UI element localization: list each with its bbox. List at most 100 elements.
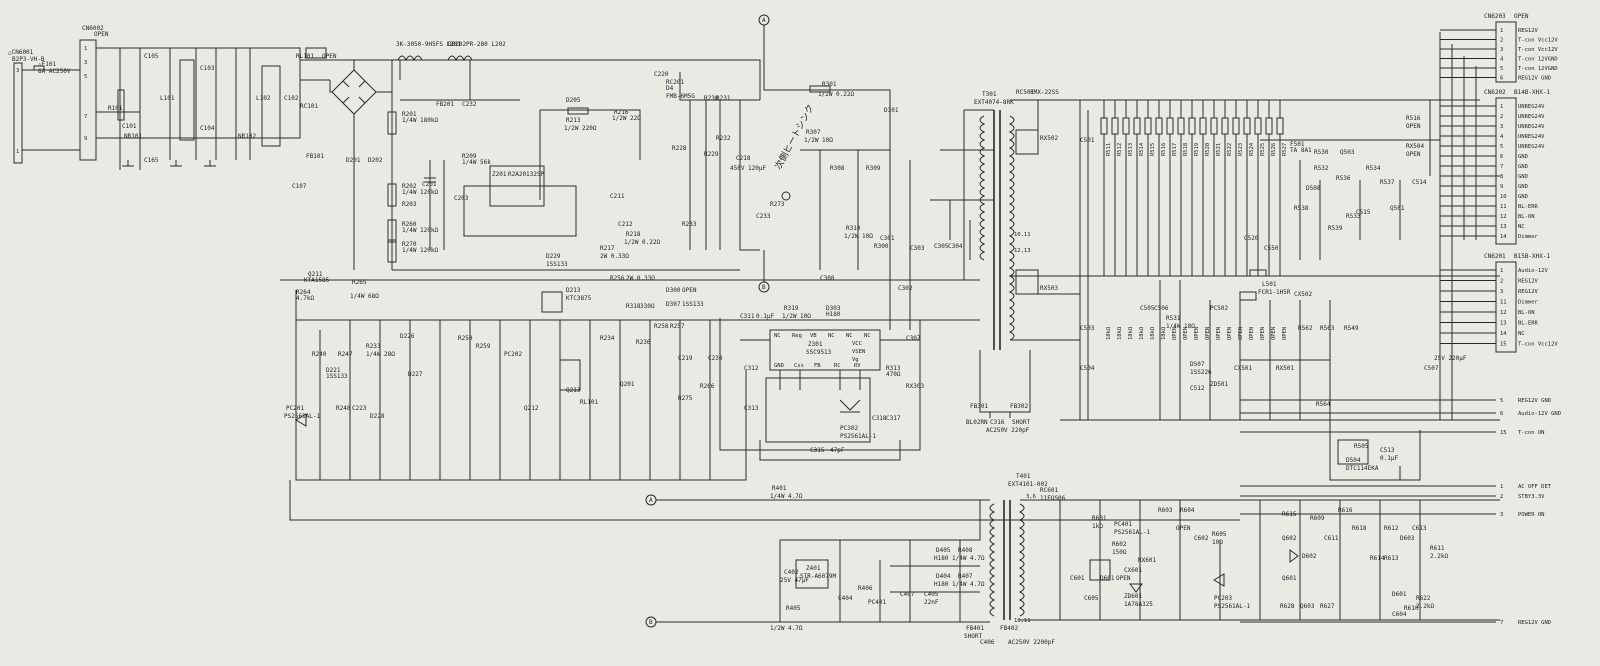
right-pin-number: 15 bbox=[1500, 430, 1507, 436]
q601-label: Q601 bbox=[1282, 575, 1297, 582]
r300-label: R300 bbox=[874, 243, 889, 250]
c308-label: C308 bbox=[820, 275, 835, 282]
d307-value: 1SS133 bbox=[682, 301, 704, 308]
d601-value: OPEN bbox=[1116, 575, 1131, 582]
svg-text:3: 3 bbox=[16, 68, 19, 74]
z301-pin-label: NC bbox=[828, 333, 835, 339]
r228-label: R228 bbox=[672, 145, 687, 152]
d202-label: D202 bbox=[368, 157, 383, 164]
q603-label: Q603 bbox=[1300, 603, 1315, 610]
r516-value: OPEN bbox=[1406, 123, 1421, 130]
c219-label: C219 bbox=[678, 355, 693, 362]
r516-label: R516 bbox=[1406, 115, 1421, 122]
c307-label: C307 bbox=[906, 335, 921, 342]
r401-value: 1/4W 4.7Ω bbox=[770, 493, 803, 500]
t401-label: T401 bbox=[1016, 473, 1031, 480]
c165-label: C165 bbox=[144, 157, 159, 164]
r258-label: R258 bbox=[654, 323, 669, 330]
z301-label: Z301 bbox=[808, 341, 823, 348]
r275-label: R275 bbox=[678, 395, 693, 402]
r202-value: 1/4W 120kΩ bbox=[402, 189, 439, 196]
c602-value: OPEN bbox=[1176, 525, 1191, 532]
r627-label: R627 bbox=[1320, 603, 1335, 610]
right-pin-label: STBY3.3V bbox=[1518, 494, 1545, 500]
r201-label: R201 bbox=[402, 111, 417, 118]
bank-resistor bbox=[1166, 100, 1174, 276]
bank-resistor-label: R520 bbox=[1205, 143, 1211, 156]
bank-resistor-label: R527 bbox=[1282, 143, 1288, 156]
r229-label: R229 bbox=[704, 151, 719, 158]
pfc-control-cluster bbox=[463, 185, 577, 237]
c505-label: C505 bbox=[1140, 305, 1155, 312]
node-a-lower-label: A bbox=[649, 497, 653, 504]
c405-label: C405 bbox=[924, 591, 939, 598]
ac-inlet: △CN6001 B2P3-VH-B △F101 6A AC250V 31 bbox=[8, 49, 81, 164]
z301-pin-label: NC bbox=[774, 333, 781, 339]
c304-label: C304 bbox=[948, 243, 963, 250]
rc601-label: RC601 bbox=[1040, 487, 1058, 494]
bank-resistor bbox=[1144, 100, 1152, 276]
r233-value: 1/4W 28Ω bbox=[366, 351, 395, 358]
r233-label: R233 bbox=[366, 343, 381, 350]
d300-label: D300 bbox=[666, 287, 681, 294]
cx501-label: CX501 bbox=[1234, 365, 1252, 372]
fb301-label: FB301 bbox=[970, 403, 988, 410]
r531-value: 1/4W 18Ω bbox=[1166, 323, 1195, 330]
r248-label: R248 bbox=[336, 405, 351, 412]
d228-label: D228 bbox=[370, 413, 385, 420]
bank-resistor-label: R519 bbox=[1194, 143, 1200, 156]
c317-label: C317 bbox=[886, 415, 901, 422]
cn6201-pin-number: 13 bbox=[1500, 321, 1507, 327]
z301-pin-label: Reg bbox=[792, 333, 802, 339]
c402-value: 25V 47µF bbox=[780, 577, 809, 584]
bank-resistor bbox=[1111, 100, 1119, 276]
bank-resistor-label: R521 bbox=[1216, 143, 1222, 156]
rl101-open: OPEN bbox=[322, 53, 337, 60]
c312-label: C312 bbox=[744, 365, 759, 372]
c211-label: C211 bbox=[610, 193, 625, 200]
r310-value: 1/2W 10Ω bbox=[844, 233, 873, 240]
rx504-value: OPEN bbox=[1406, 151, 1421, 158]
bank-resistor-value: OPEN bbox=[1205, 327, 1211, 340]
rc501-value: FMX-22SS bbox=[1030, 89, 1059, 96]
bank-resistor-value: OPEN bbox=[1282, 327, 1288, 340]
r264-value: 4.7kΩ bbox=[296, 295, 314, 302]
cn6203-pin-label: T-con 12VGND bbox=[1518, 57, 1558, 63]
bank-resistor bbox=[1133, 100, 1141, 276]
r256-label: R256 bbox=[610, 275, 625, 282]
c520-label: C520 bbox=[1244, 235, 1259, 242]
node-a-label: A bbox=[762, 17, 766, 24]
d301-label: D301 bbox=[884, 107, 899, 114]
cn6202-pin-label: GND bbox=[1518, 194, 1528, 200]
fb402-label: FB402 bbox=[1000, 625, 1018, 632]
r234-label: R234 bbox=[600, 335, 615, 342]
c301-label: C301 bbox=[880, 235, 895, 242]
hv-node-markers: A B R301 1/2W 0.22Ω 次側ヒートシンク bbox=[758, 14, 891, 293]
c223-label: C223 bbox=[352, 405, 367, 412]
r405-label: R405 bbox=[786, 605, 801, 612]
r601-label: R601 bbox=[1092, 515, 1107, 522]
r265-label: R265 bbox=[352, 279, 367, 286]
zd501-label: ZD501 bbox=[1210, 381, 1228, 388]
c602-label: C602 bbox=[1194, 535, 1209, 542]
fb302-label: FB302 bbox=[1010, 403, 1028, 410]
d213-value: KTC3875 bbox=[566, 295, 592, 302]
cn6203-ref: CN6203 bbox=[1484, 13, 1506, 20]
c311-label: C311 bbox=[740, 313, 755, 320]
cn6202-pin-label: UNREG24V bbox=[1518, 144, 1545, 150]
z201-value: R2A20132SP bbox=[508, 171, 545, 178]
bank-resistor-value: 18kΩ bbox=[1128, 326, 1134, 340]
right-pin-number: 1 bbox=[1500, 484, 1503, 490]
c305-label: C305 bbox=[934, 243, 949, 250]
c102-label: C102 bbox=[284, 95, 299, 102]
cn6201-pin-number: 14 bbox=[1500, 331, 1507, 337]
rc601-value: 11EQS06 bbox=[1040, 495, 1066, 502]
c105-label: C105 bbox=[144, 53, 159, 60]
pc201-label: PC201 bbox=[286, 405, 304, 412]
z301-pin-label: GND bbox=[774, 363, 784, 369]
pc401b-label: PC401 bbox=[1114, 521, 1132, 528]
r247-label: R247 bbox=[338, 351, 353, 358]
t301-label: T301 bbox=[982, 91, 997, 98]
